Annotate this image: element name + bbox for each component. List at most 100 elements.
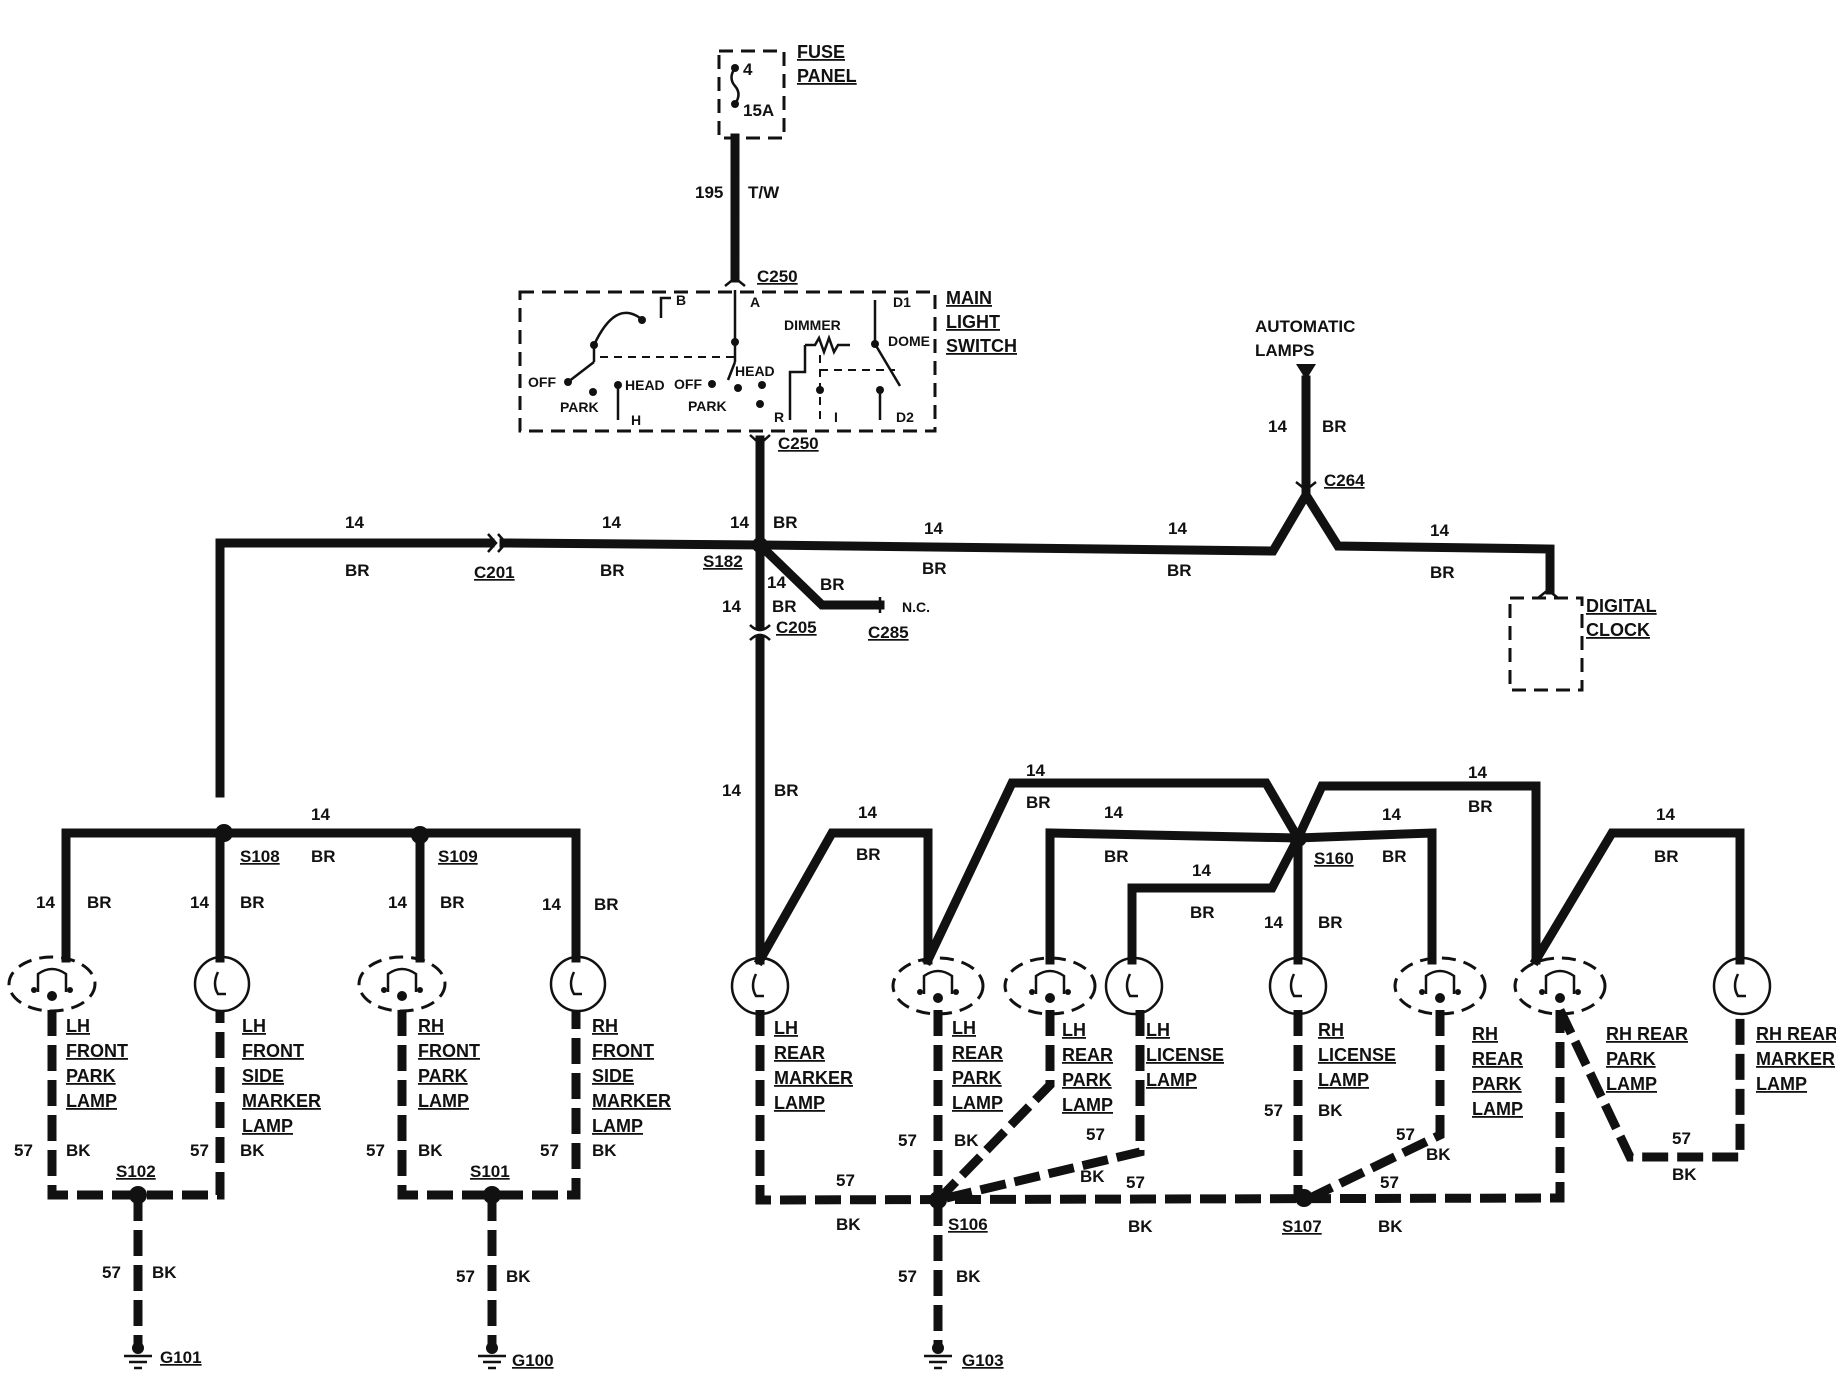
wire-s160-rh-rear-park-1 <box>1293 828 1437 965</box>
switch-label-park1: PARK <box>560 399 599 415</box>
rh-front-side-marker-lamp-icon <box>549 955 607 1013</box>
wire-label-14: 14 <box>767 573 786 592</box>
wire-label-br: BR <box>311 847 336 866</box>
splice-s160 <box>1289 829 1307 847</box>
splice-s109-label: S109 <box>438 847 478 866</box>
wire-label-14: 14 <box>1104 803 1123 822</box>
fuse-rating: 15A <box>743 101 774 120</box>
switch-label-d2: D2 <box>896 409 914 425</box>
wire-front-bus <box>61 828 581 963</box>
lh-rear-park-lamp-1-label-1: LH <box>952 1018 976 1038</box>
lh-rear-marker-lamp-label-1: LH <box>774 1018 798 1038</box>
wire-label-14: 14 <box>1026 761 1045 780</box>
wire-lh-license-gnd <box>936 1010 1145 1205</box>
connector-c250-top <box>724 276 746 287</box>
wire-label-br: BR <box>774 781 799 800</box>
wire-label-bk: BK <box>1318 1101 1343 1120</box>
grounds: G101 G100 G103 <box>124 1342 1004 1370</box>
wire-label-br: BR <box>240 893 265 912</box>
rh-front-side-marker-lamp-label-1: RH <box>592 1016 618 1036</box>
wire-s160-lh-rear-park-2 <box>1045 828 1303 965</box>
lh-rear-marker-lamp-label-2: REAR <box>774 1043 825 1063</box>
wire-label-tw: T/W <box>748 183 780 202</box>
wire-label-bk: BK <box>836 1215 861 1234</box>
rh-front-side-marker-lamp-label-5: LAMP <box>592 1116 643 1136</box>
switch-label-off2: OFF <box>674 376 702 392</box>
fuse-symbol <box>730 67 740 105</box>
wire-label-br: BR <box>772 597 797 616</box>
wire-label-br: BR <box>87 893 112 912</box>
switch-label-off1: OFF <box>528 374 556 390</box>
wire-s160-rh-rear-park-2 <box>1292 781 1541 965</box>
wire-label-57: 57 <box>366 1141 385 1160</box>
rh-rear-park-lamp-1-label-4: LAMP <box>1472 1099 1523 1119</box>
wire-label-bk: BK <box>592 1141 617 1160</box>
wire-s182-c285 <box>753 538 885 610</box>
switch-label-head2: HEAD <box>735 363 775 379</box>
wire-label-14: 14 <box>730 513 749 532</box>
wire-label-14: 14 <box>924 519 943 538</box>
connector-c285-label: C285 <box>868 623 909 642</box>
switch-label-head1: HEAD <box>625 377 665 393</box>
wire-label-bk: BK <box>1426 1145 1451 1164</box>
wire-label-14: 14 <box>311 805 330 824</box>
digital-clock: DIGITAL CLOCK <box>1508 588 1657 692</box>
fuse-panel-label-1: FUSE <box>797 42 845 62</box>
connector-c205-label: C205 <box>776 618 817 637</box>
connector-c250-top-label: C250 <box>757 267 798 286</box>
wire-rh-rear-park-1-gnd <box>1308 1010 1445 1203</box>
wire-label-bk: BK <box>956 1267 981 1286</box>
switch-contact <box>734 384 742 392</box>
automatic-lamps: AUTOMATIC LAMPS <box>1255 317 1355 360</box>
wire-label-br: BR <box>1322 417 1347 436</box>
wire-label-57: 57 <box>190 1141 209 1160</box>
wire-label-bk: BK <box>1378 1217 1403 1236</box>
switch-contact <box>758 381 766 389</box>
rh-rear-marker-lamp-label-1: RH REAR <box>1756 1024 1836 1044</box>
main-light-switch-label-3: SWITCH <box>946 336 1017 356</box>
switch-blade-2 <box>726 361 737 381</box>
lh-front-park-lamp-label-2: FRONT <box>66 1041 128 1061</box>
switch-label-d1: D1 <box>893 294 911 310</box>
wire-lh-rear-park-1-s160 <box>922 778 1305 966</box>
lamp-labels: LH FRONT PARK LAMP LH FRONT SIDE MARKER … <box>66 1016 1836 1136</box>
rh-rear-park-lamp-1-icon <box>1393 956 1487 1016</box>
rh-rear-marker-lamp-label-3: LAMP <box>1756 1074 1807 1094</box>
lh-license-lamp-label-3: LAMP <box>1146 1070 1197 1090</box>
switch-blade-1 <box>567 361 595 383</box>
wires-bk <box>47 1008 1745 1345</box>
connector-c264-label: C264 <box>1324 471 1365 490</box>
rh-front-side-marker-lamp-label-2: FRONT <box>592 1041 654 1061</box>
switch-contact <box>638 316 646 324</box>
main-light-switch-label-2: LIGHT <box>946 312 1000 332</box>
wire-label-br: BR <box>922 559 947 578</box>
wire-label-br: BR <box>594 895 619 914</box>
wire-label-57: 57 <box>1380 1173 1399 1192</box>
wire-label-14: 14 <box>602 513 621 532</box>
wire-label-14: 14 <box>1192 861 1211 880</box>
splice-s106 <box>929 1191 947 1209</box>
rh-rear-marker-lamp-icon <box>1712 956 1772 1016</box>
rh-front-park-lamp-label-1: RH <box>418 1016 444 1036</box>
rh-front-park-lamp-label-4: LAMP <box>418 1091 469 1111</box>
wire-s182-clock <box>755 486 1555 595</box>
lh-rear-park-lamp-2-label-2: REAR <box>1062 1045 1113 1065</box>
wire-label-br: BR <box>1318 913 1343 932</box>
wire-label-14: 14 <box>858 803 877 822</box>
ground-g103-icon <box>924 1342 952 1370</box>
wire-lh-rear-park-1 <box>753 828 933 967</box>
wire-label-57: 57 <box>1264 1101 1283 1120</box>
splice-s101-label: S101 <box>470 1162 510 1181</box>
wire-label-14: 14 <box>190 893 209 912</box>
wire-label-bk: BK <box>240 1141 265 1160</box>
lh-rear-park-lamp-2-label-1: LH <box>1062 1020 1086 1040</box>
switch-contact <box>564 378 572 386</box>
wire-label-br: BR <box>1167 561 1192 580</box>
rh-rear-marker-lamp-label-2: MARKER <box>1756 1049 1835 1069</box>
switch-label-park2: PARK <box>688 398 727 414</box>
splice-s107 <box>1295 1189 1313 1207</box>
rh-license-lamp-label-3: LAMP <box>1318 1070 1369 1090</box>
rh-rear-park-lamp-2-icon <box>1513 956 1607 1016</box>
switch-contact <box>756 400 764 408</box>
switch-contact <box>708 380 716 388</box>
